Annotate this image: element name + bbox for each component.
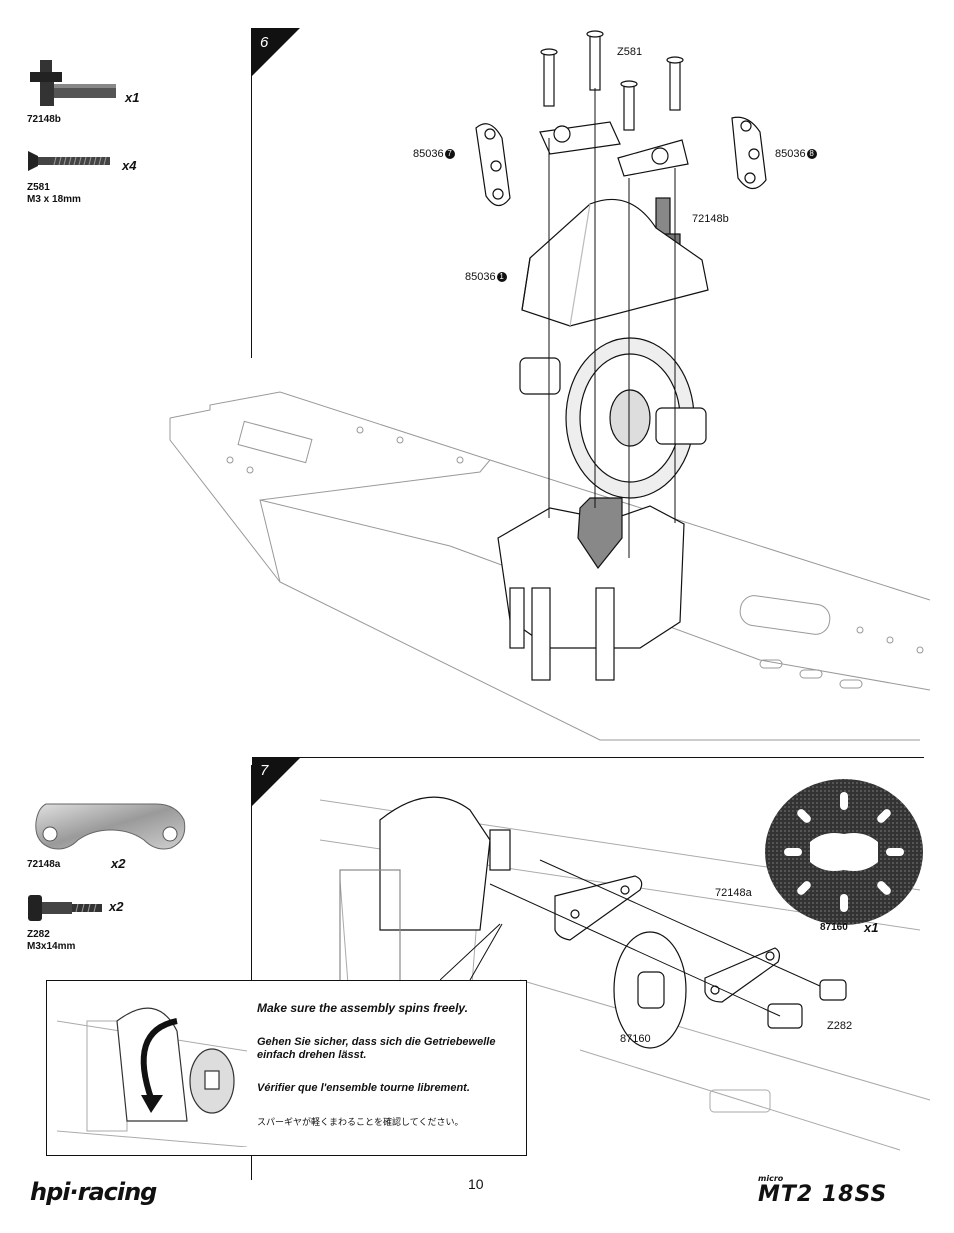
mt2-18ss-logo: MT2 18SS (758, 1182, 888, 1207)
note-english: Make sure the assembly spins freely. (257, 1001, 468, 1015)
qty-87160: x1 (864, 920, 879, 935)
spin-check-drawing (57, 1007, 247, 1147)
callout-1: 1 (496, 272, 507, 283)
label-z282-step7: Z282 (827, 1020, 853, 1032)
screw-z282-icon (28, 895, 102, 921)
label-85036-case-code: 85036 (465, 271, 496, 283)
step-6-tab (252, 28, 300, 76)
label-z581-step6: Z581 (617, 46, 643, 58)
spec-z282: M3x14mm (27, 941, 76, 952)
step-7-tab (252, 758, 300, 806)
note-german: Gehen Sie sicher, dass sich die Getriebe… (257, 1036, 496, 1061)
note-japanese: スパーギヤが軽くまわることを確認してください。 (257, 1117, 464, 1127)
plate-72148a-icon (35, 803, 186, 850)
disc-87160-icon (765, 779, 923, 925)
code-87160-callout: 87160 (820, 922, 848, 933)
label-85036-right-code: 85036 (775, 148, 806, 160)
code-z282: Z282 (27, 929, 50, 940)
gearbox-exploded-drawing (475, 30, 767, 681)
spin-check-note: Make sure the assembly spins freely. Geh… (46, 980, 527, 1156)
label-72148b-step6: 72148b (692, 213, 729, 225)
label-72148a-step7: 72148a (715, 887, 752, 899)
qty-72148b: x1 (125, 90, 140, 105)
step7-assembly-drawing (320, 796, 931, 1151)
code-72148b: 72148b (27, 114, 61, 125)
sidebar-divider-2 (251, 765, 252, 980)
code-z581: Z581 (27, 182, 50, 193)
callout-8: 8 (806, 149, 817, 160)
step-7-number: 7 (260, 762, 269, 779)
sidebar-divider-3 (251, 1155, 252, 1180)
callout-7: 7 (444, 149, 455, 160)
step-divider (252, 757, 924, 758)
code-72148a: 72148a (27, 859, 61, 870)
sidebar-divider (251, 28, 252, 358)
micro-logo: micro (758, 1174, 784, 1183)
page-number: 10 (468, 1176, 484, 1192)
note-callout-lines (440, 923, 503, 981)
qty-72148a: x2 (111, 856, 126, 871)
shaft-72148b-icon (30, 60, 116, 106)
label-87160-disc: 87160 (620, 1033, 651, 1045)
screw-z581-icon (28, 151, 110, 171)
hpi-racing-logo: hpi·racing (30, 1178, 157, 1206)
qty-z581: x4 (122, 158, 137, 173)
qty-z282: x2 (109, 899, 124, 914)
label-85036-left-code: 85036 (413, 148, 444, 160)
note-french: Vérifier que l'ensemble tourne librement… (257, 1082, 470, 1094)
step-6-number: 6 (260, 34, 269, 51)
spec-z581: M3 x 18mm (27, 194, 81, 205)
